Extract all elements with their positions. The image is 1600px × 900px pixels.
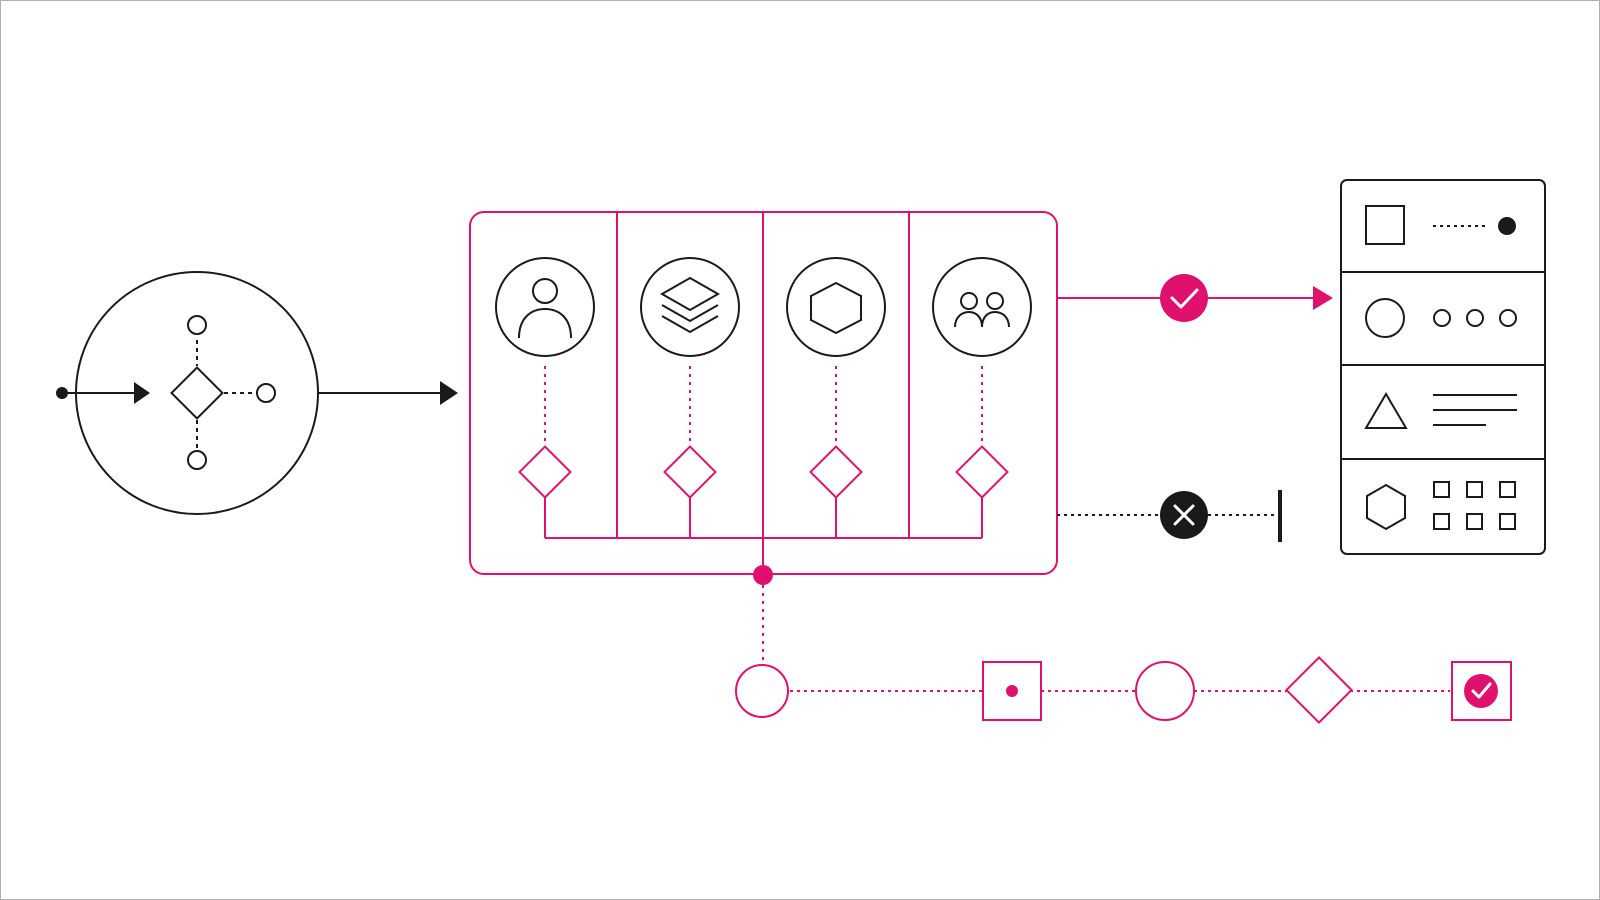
output-row-hexagon [1366, 481, 1516, 531]
square-dot-icon [982, 661, 1042, 721]
branch-node-bottom [187, 450, 207, 470]
success-arrowhead [1313, 286, 1333, 310]
panel-column-layers [640, 257, 740, 538]
branch-node-right [256, 383, 276, 403]
users-group-icon [954, 292, 1010, 328]
hexagon-icon-circle [786, 257, 886, 357]
timeline-step-circle-middle [1135, 661, 1195, 721]
square-icon [1365, 205, 1405, 245]
dot-3 [1499, 309, 1517, 327]
triangle-icon [1364, 392, 1408, 429]
panel-output-dot [753, 565, 773, 585]
dot-1 [1433, 309, 1451, 327]
entry-arrowhead [134, 382, 150, 404]
users-group-icon-circle [932, 257, 1032, 357]
timeline-step-checkbox [1451, 661, 1512, 721]
diamond-icon [809, 445, 863, 499]
success-path [1057, 274, 1333, 322]
processing-panel [469, 211, 1058, 585]
success-badge [1160, 274, 1208, 322]
diamond-icon [955, 445, 1009, 499]
output-list-frame [1340, 179, 1546, 555]
panel-column-hexagon [786, 257, 886, 538]
timeline-step-square-dot [982, 661, 1042, 721]
user-icon-circle [495, 257, 595, 357]
checkbox-icon [1451, 661, 1512, 721]
branch-node-top [187, 315, 207, 335]
timeline-step-diamond [1285, 656, 1353, 724]
panel-column-users-group [932, 257, 1032, 538]
text-lines-icon [1433, 394, 1517, 426]
output-row-triangle [1364, 392, 1517, 429]
panel-column-user [495, 257, 595, 538]
timeline-step-circle-start [735, 664, 789, 718]
dot-2 [1466, 309, 1484, 327]
user-icon [518, 278, 572, 339]
layers-icon [659, 276, 721, 334]
output-list [1340, 179, 1546, 555]
check-icon [1471, 682, 1492, 699]
input-node [56, 271, 319, 515]
output-row-circle [1365, 298, 1517, 338]
diamond-icon [663, 445, 717, 499]
check-icon [1170, 288, 1199, 309]
input-to-panel-arrowhead [440, 381, 458, 405]
filled-dot [1498, 217, 1516, 235]
hexagon-icon [1366, 483, 1406, 531]
diamond-icon [518, 445, 572, 499]
timeline [735, 585, 1512, 724]
output-row-square [1365, 205, 1516, 245]
decision-node-icon [170, 315, 276, 470]
circle-icon [1365, 298, 1405, 338]
hexagon-icon [810, 281, 862, 335]
layers-icon-circle [640, 257, 740, 357]
rejected-path [1057, 490, 1282, 542]
x-icon [1173, 504, 1195, 526]
grid-six-icon [1433, 481, 1516, 530]
